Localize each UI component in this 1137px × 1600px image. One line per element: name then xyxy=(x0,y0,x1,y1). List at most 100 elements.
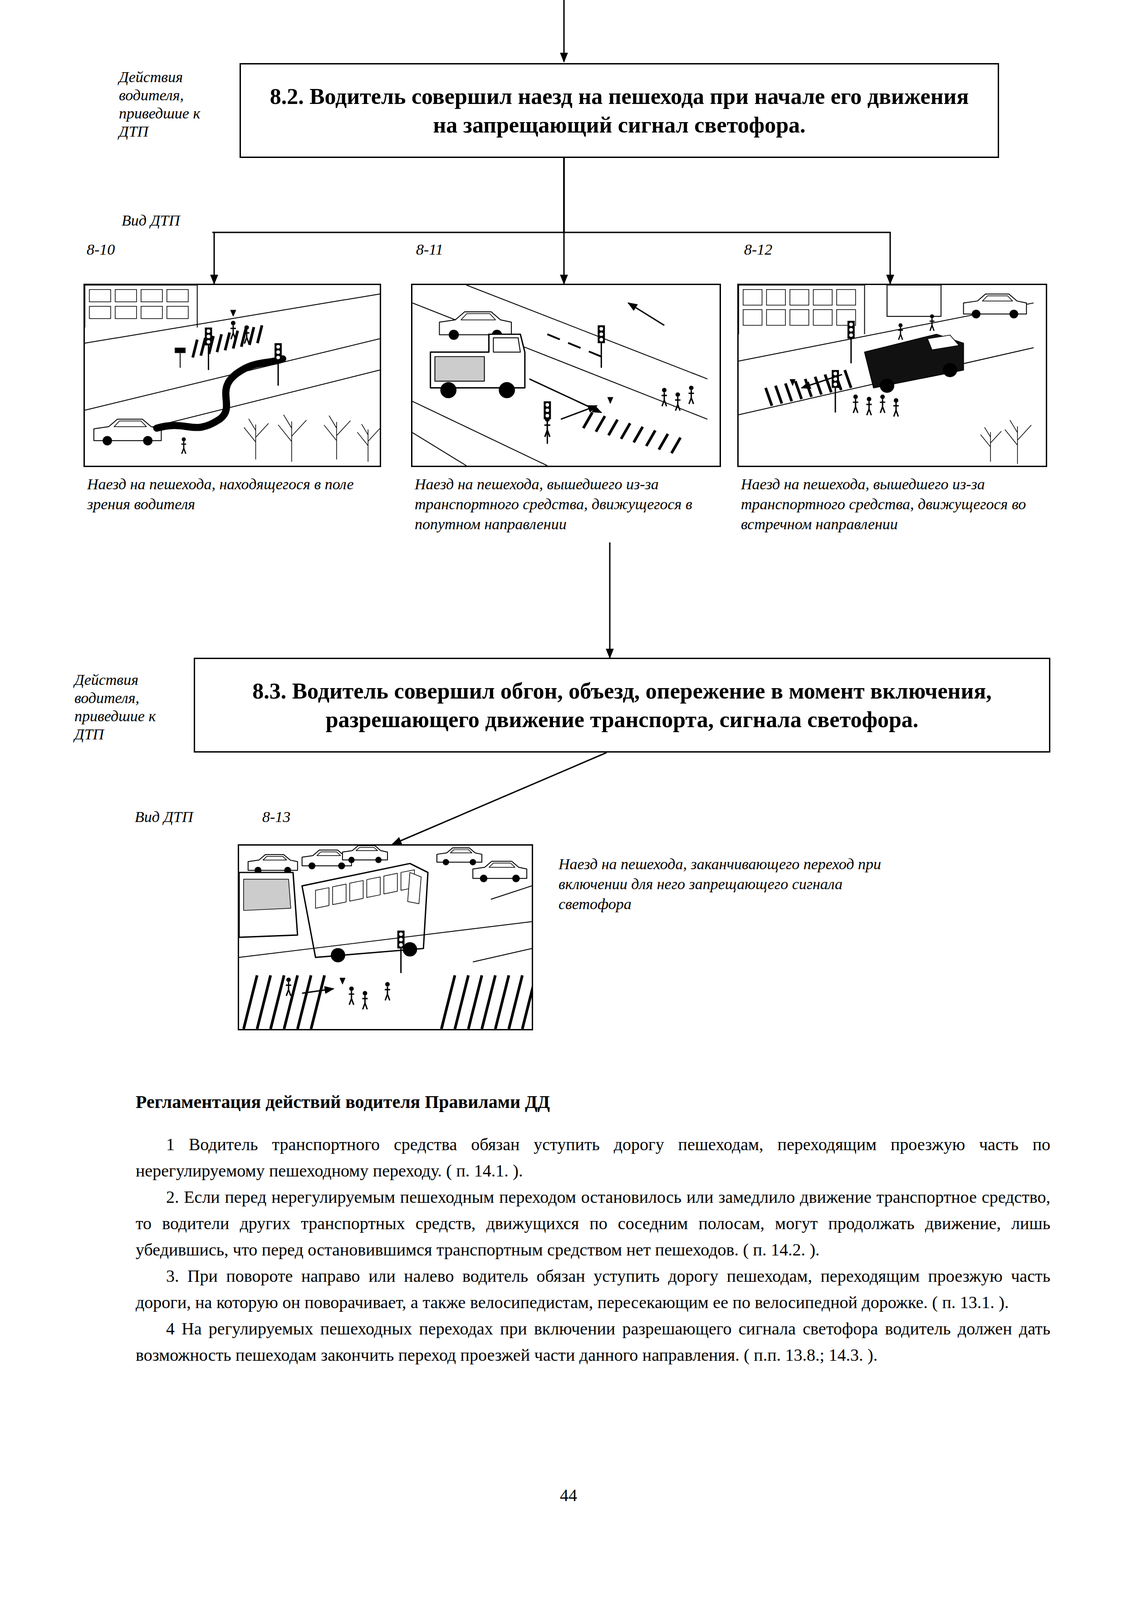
type-label: Вид ДТП xyxy=(121,211,208,230)
light-pole xyxy=(400,948,402,973)
wheel xyxy=(498,382,515,398)
sign-post xyxy=(179,352,181,368)
wheel xyxy=(102,435,113,446)
pedestrian-head xyxy=(244,325,250,330)
road-sign xyxy=(174,347,186,353)
building xyxy=(738,284,865,334)
pedestrian-head xyxy=(689,385,694,391)
wheel xyxy=(480,874,488,883)
accident-picture: Наезд на пешехода, вышедшего из-за транс… xyxy=(411,283,721,535)
pedestrian-figure xyxy=(362,994,368,1010)
crosswalk-stripe xyxy=(284,975,298,1029)
rule-paragraph: 4 На регулируемых пешеходных переходах п… xyxy=(135,1314,1051,1368)
callout-number: 8-11 xyxy=(416,240,471,259)
pedestrian-head xyxy=(362,990,368,995)
traffic-light xyxy=(847,320,855,339)
side-note: Действия водителя, приведшие к ДТП xyxy=(74,670,172,744)
traffic-illustration xyxy=(84,284,380,466)
signal-lamp xyxy=(276,355,280,360)
light-pole xyxy=(834,387,837,413)
wheel xyxy=(971,309,981,319)
side-note: Действия водителя, приведшие к ДТП xyxy=(118,68,217,141)
light-pole xyxy=(600,343,603,368)
traffic-light xyxy=(831,369,839,388)
window xyxy=(836,289,856,305)
crosswalk-stripe xyxy=(595,416,605,432)
signal-lamp xyxy=(545,413,549,418)
window xyxy=(789,289,809,305)
car-window xyxy=(982,295,1013,302)
crosswalk-stripe xyxy=(815,376,822,395)
pedestrian-head xyxy=(880,394,885,399)
bus-window xyxy=(349,880,364,901)
crosswalk-stripe xyxy=(658,433,668,450)
traffic-illustration xyxy=(738,284,1046,466)
window xyxy=(743,309,763,325)
flow-arrow xyxy=(392,752,607,844)
crosswalk-stripe xyxy=(775,385,782,404)
crosswalk-stripe xyxy=(608,419,618,436)
car-window xyxy=(489,862,515,867)
crosswalk-stripe xyxy=(257,325,262,344)
pedestrian-head xyxy=(286,977,291,982)
crosswalk-stripe xyxy=(441,975,456,1029)
crosswalk-stripe xyxy=(257,975,271,1029)
wheel xyxy=(338,862,345,869)
crosswalk-stripe xyxy=(785,383,792,402)
window xyxy=(743,289,763,305)
pedestrian-figure xyxy=(929,318,935,331)
crosswalk-stripe xyxy=(824,374,832,393)
signal-lamp xyxy=(206,334,211,339)
crosswalk-stripe xyxy=(192,339,198,358)
window xyxy=(166,306,189,319)
crosswalk-stripe xyxy=(311,975,325,1029)
picture-caption: Наезд на пешехода, вышедшего из-за транс… xyxy=(411,474,721,535)
tree xyxy=(323,415,351,460)
pedestrian-head xyxy=(893,397,899,403)
car-window xyxy=(356,847,378,851)
motion-arrow xyxy=(628,302,665,325)
collision-mark xyxy=(789,379,796,386)
car-window xyxy=(460,313,496,320)
crosswalk-stripe xyxy=(249,327,255,345)
pedestrian-figure xyxy=(230,325,236,340)
pedestrian-head xyxy=(675,392,681,397)
crosswalk-stripe xyxy=(297,975,312,1029)
light-pole xyxy=(277,360,280,386)
pedestrian-figure xyxy=(384,985,391,1000)
crosswalk-stripe xyxy=(633,426,643,442)
wheel xyxy=(442,858,450,866)
action-box: 8.2. Водитель совершил наезд на пешехода… xyxy=(239,63,1000,158)
truck-window xyxy=(493,337,520,353)
pedestrian-figure xyxy=(348,990,355,1005)
pedestrian-head xyxy=(853,394,858,399)
pedestrian-figure xyxy=(852,398,859,413)
crosswalk-stripe xyxy=(646,430,656,446)
signal-lamp xyxy=(545,408,549,412)
building xyxy=(887,284,941,317)
wheel xyxy=(440,382,457,398)
light-pole xyxy=(546,419,549,444)
bus-window xyxy=(332,883,347,905)
truck xyxy=(864,333,964,388)
pedestrian-head xyxy=(349,985,354,991)
light-pole xyxy=(850,338,852,363)
truck-body-panel xyxy=(435,356,485,382)
pedestrian-head xyxy=(230,320,236,326)
window xyxy=(766,289,786,305)
wheel xyxy=(402,941,418,957)
bus xyxy=(302,862,428,957)
pedestrian-head xyxy=(866,396,872,402)
wheel xyxy=(330,947,346,963)
rule-paragraph: 1 Водитель транспортного средства обязан… xyxy=(135,1130,1051,1184)
traffic-light xyxy=(397,930,405,948)
wheel xyxy=(308,862,316,869)
box-text: 8.2. Водитель совершил наезд на пешехода… xyxy=(256,82,983,139)
crosswalk-stripe xyxy=(765,387,772,406)
bus-windscreen xyxy=(407,872,422,904)
signal-lamp xyxy=(833,382,838,387)
stop-line xyxy=(239,921,532,958)
page-number: 44 xyxy=(550,1484,587,1505)
crosswalk-stripe xyxy=(671,437,681,453)
